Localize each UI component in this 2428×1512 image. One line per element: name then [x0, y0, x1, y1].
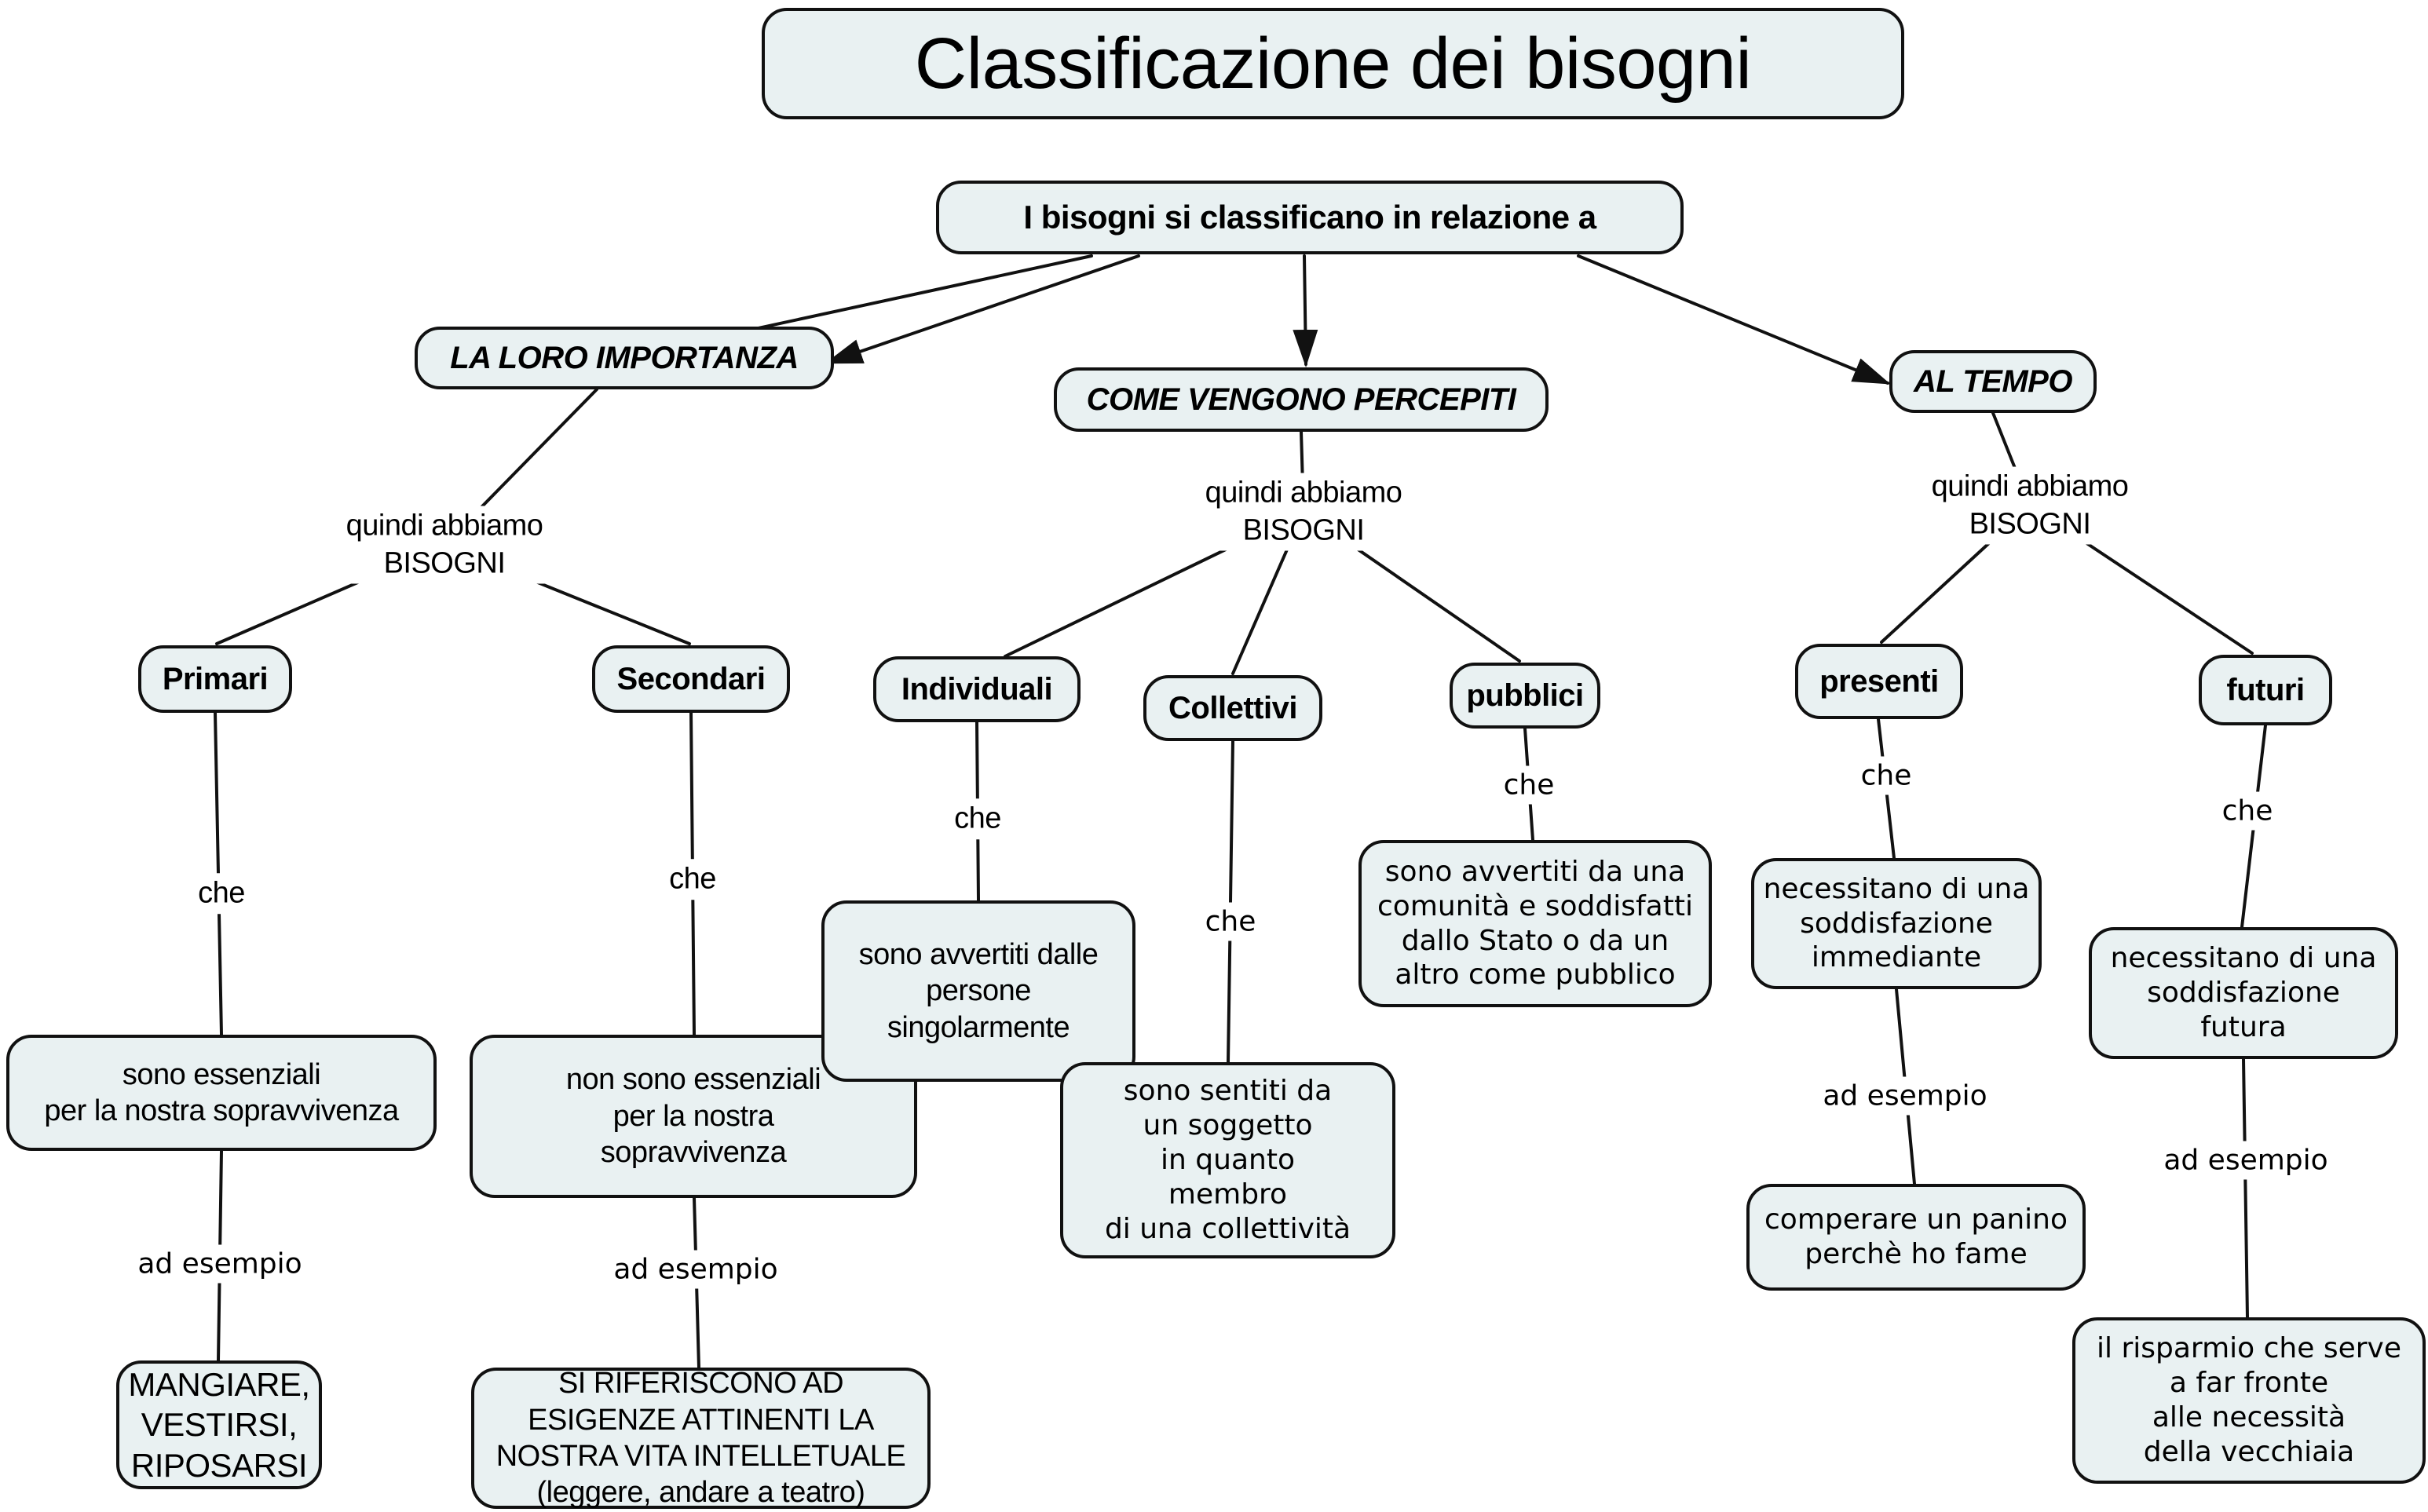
node-sentiti[interactable]: sono sentiti da un soggetto in quanto me… [1060, 1062, 1395, 1258]
node-root[interactable]: I bisogni si classificano in relazione a [936, 181, 1684, 254]
edge-line [1227, 740, 1234, 1064]
node-collettivi[interactable]: Collettivi [1143, 675, 1322, 741]
edge-label-che-presenti: che [1852, 756, 1920, 795]
node-tempo[interactable]: AL TEMPO [1889, 350, 2097, 413]
edge-label-ad-esempio-presenti: ad esempio [1815, 1076, 1995, 1116]
edge-label-che-primari: che [190, 873, 253, 914]
node-secondari[interactable]: Secondari [592, 645, 790, 713]
node-avvertiti-persone[interactable]: sono avvertiti dalle persone singolarmen… [821, 900, 1135, 1082]
node-mangiare[interactable]: MANGIARE, VESTIRSI, RIPOSARSI [116, 1360, 322, 1489]
node-avvertiti-comunita[interactable]: sono avvertiti da una comunità e soddisf… [1358, 840, 1712, 1007]
node-riferiscono[interactable]: SI RIFERISCONO AD ESIGENZE ATTINENTI LA … [471, 1367, 931, 1509]
node-pubblici[interactable]: pubblici [1450, 663, 1600, 729]
node-panino[interactable]: comperare un panino perchè ho fame [1746, 1184, 2086, 1291]
node-title[interactable]: Classificazione dei bisogni [762, 8, 1904, 119]
node-primari[interactable]: Primari [138, 645, 292, 713]
edge-arrow-line [1577, 254, 1891, 385]
node-percepiti[interactable]: COME VENGONO PERCEPITI [1054, 367, 1549, 432]
edge-arrow-line [825, 254, 1140, 364]
node-risparmio[interactable]: il risparmio che serve a far fronte alle… [2072, 1317, 2426, 1484]
edge-label-che-pubblici: che [1495, 765, 1563, 805]
edge-label-quindi-percepiti: quindi abbiamo BISOGNI [1197, 473, 1410, 551]
node-individuali[interactable]: Individuali [873, 656, 1081, 722]
edge-label-che-secondari: che [661, 859, 724, 900]
node-importanza[interactable]: LA LORO IMPORTANZA [415, 327, 834, 389]
edge-label-che-individuali: che [946, 798, 1009, 839]
node-futuri[interactable]: futuri [2199, 655, 2332, 725]
edge-line [2242, 1057, 2249, 1319]
node-immediata[interactable]: necessitano di una soddisfazione immedia… [1751, 858, 2042, 989]
node-futura[interactable]: necessitano di una soddisfazione futura [2089, 927, 2398, 1059]
node-essenziali[interactable]: sono essenziali per la nostra sopravvive… [6, 1035, 437, 1151]
edge-label-ad-esempio-primari: ad esempio [130, 1244, 310, 1284]
edge-label-ad-esempio-secondari: ad esempio [605, 1250, 786, 1289]
edge-label-quindi-importanza: quindi abbiamo BISOGNI [338, 506, 551, 584]
edge-label-ad-esempio-futuri: ad esempio [2156, 1141, 2336, 1180]
edge-label-che-futuri: che [2214, 791, 2281, 831]
edge-label-quindi-tempo: quindi abbiamo BISOGNI [1923, 466, 2137, 545]
node-presenti[interactable]: presenti [1795, 644, 1963, 719]
edge-label-che-collettivi: che [1197, 902, 1264, 941]
edge-arrow-line [1293, 254, 1318, 367]
